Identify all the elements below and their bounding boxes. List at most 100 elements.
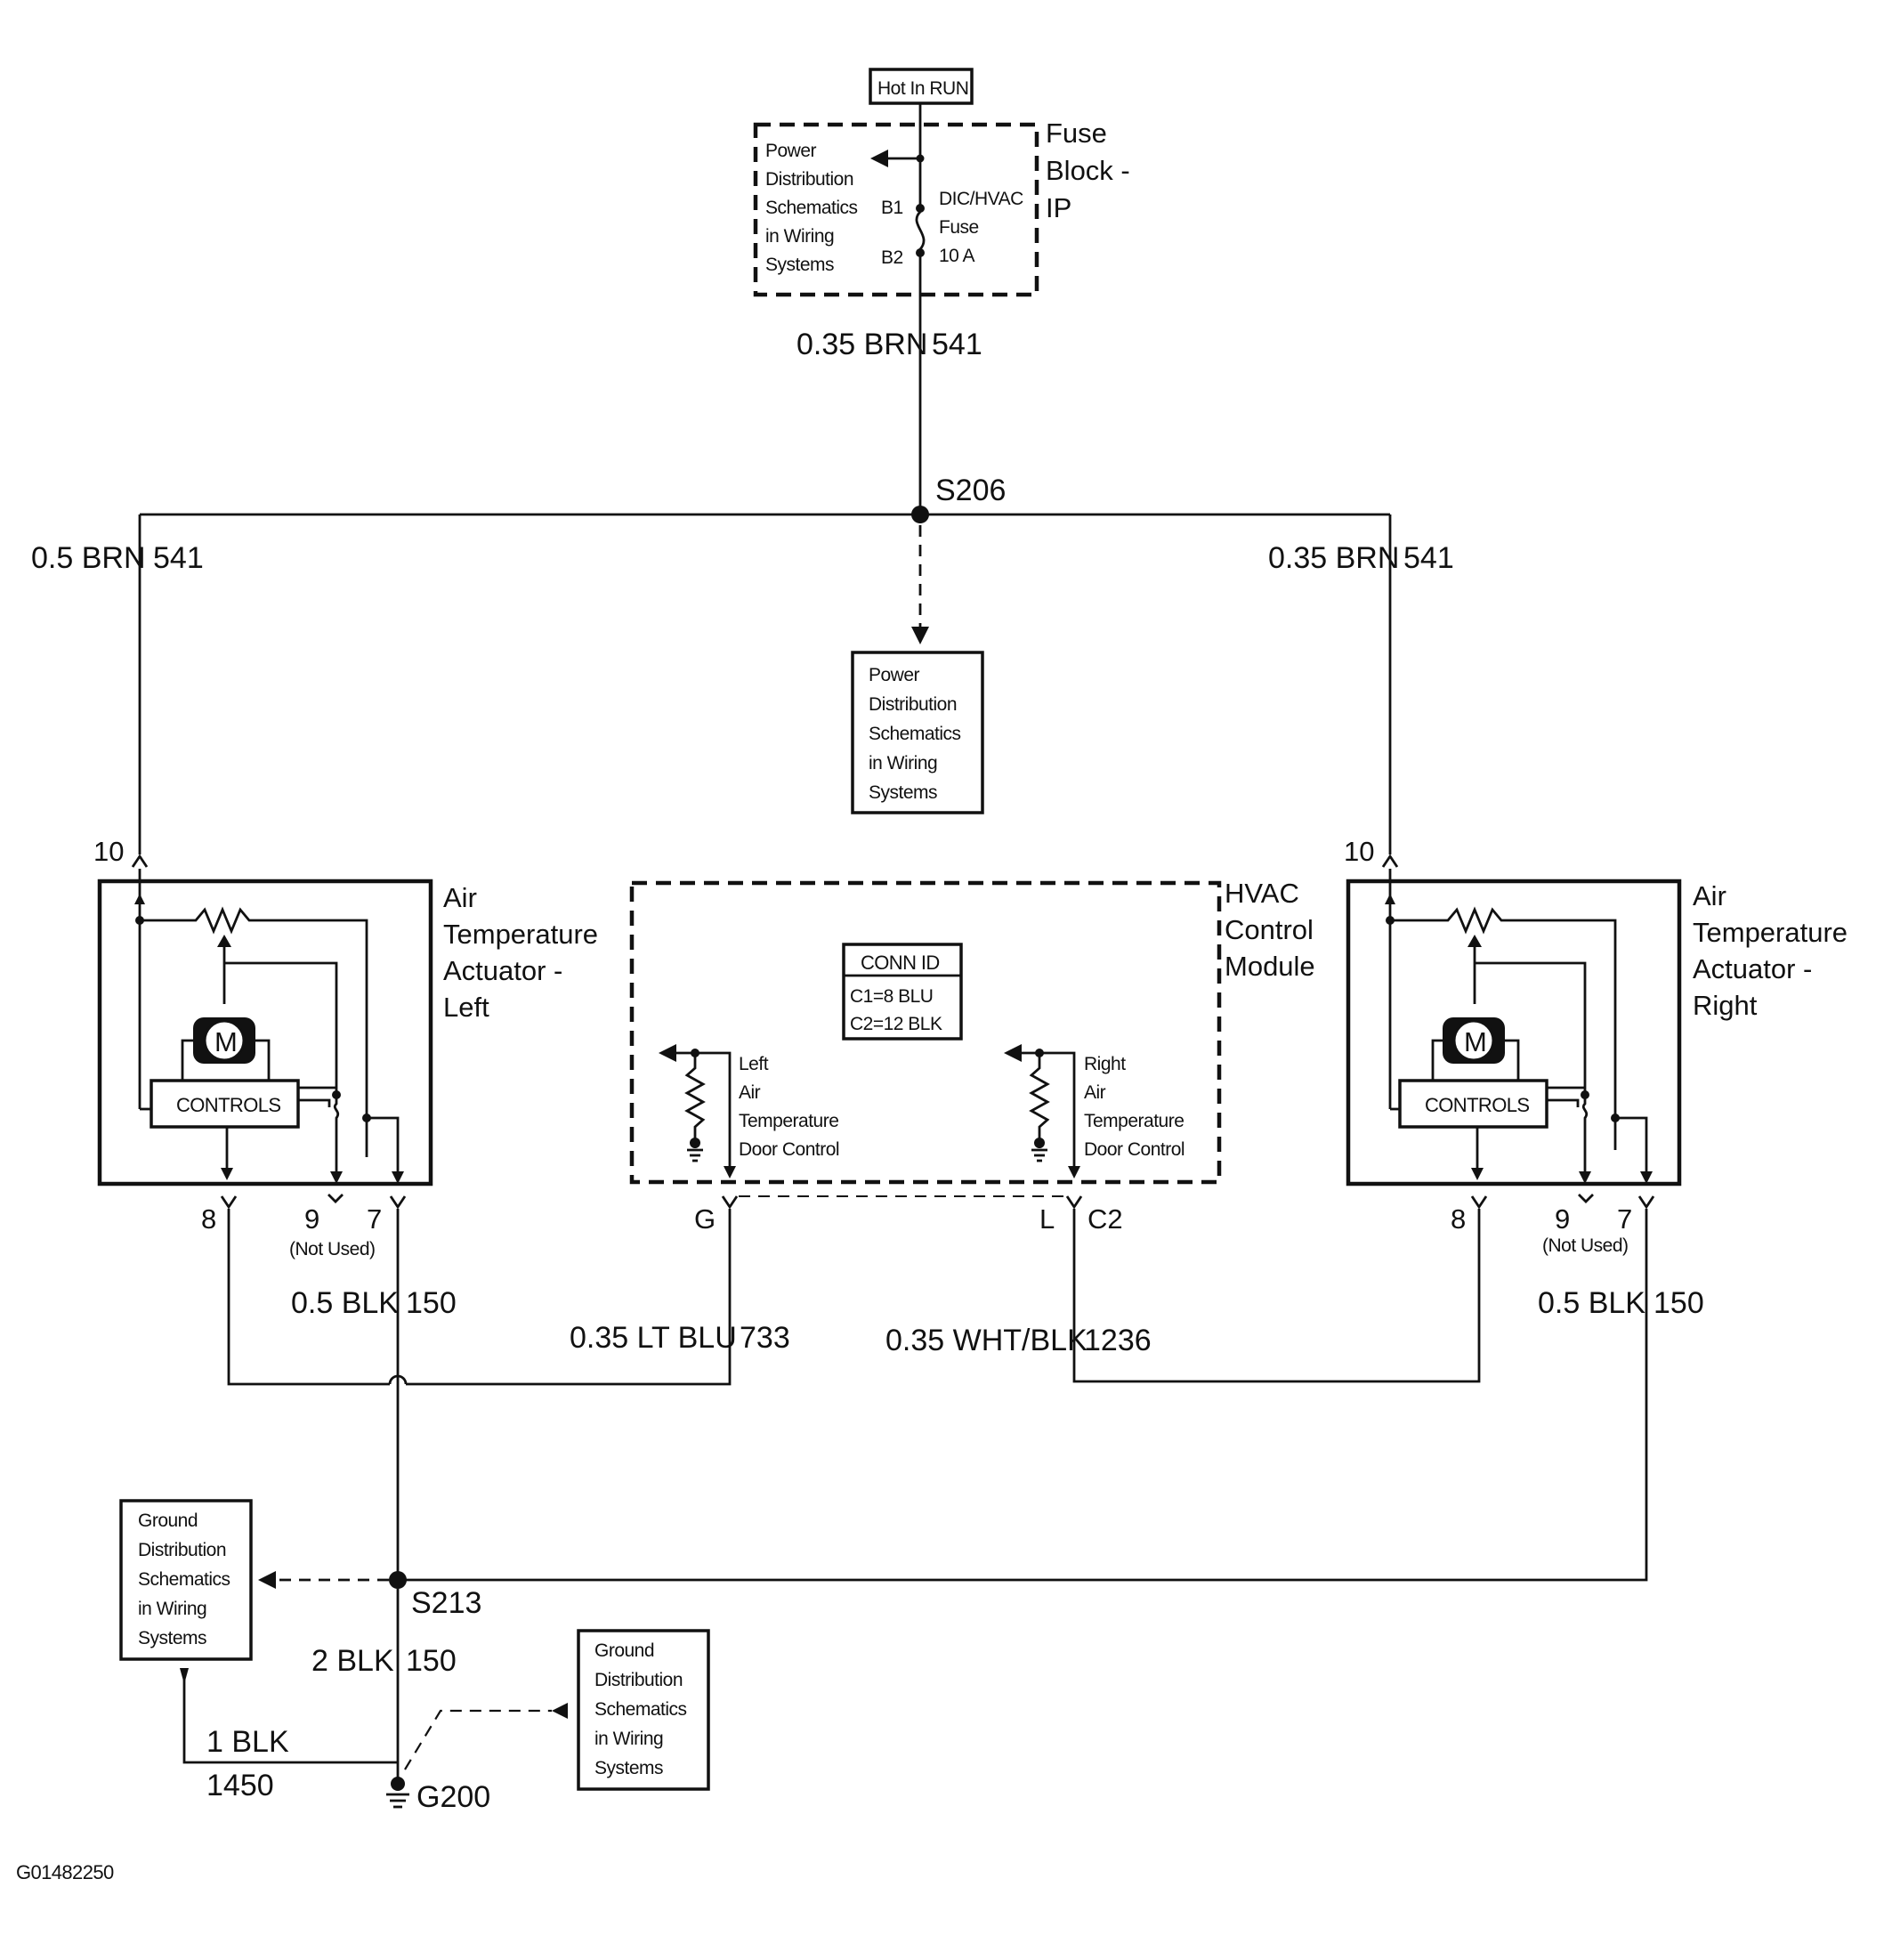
right-pin-9: 9 [1555, 1203, 1570, 1235]
svg-text:S206: S206 [935, 474, 1006, 507]
fuse-icon [915, 204, 926, 257]
svg-text:Air: Air [739, 1082, 761, 1103]
ground-icon [386, 1777, 409, 1809]
hvac-connector-c2: C2 [1087, 1203, 1123, 1235]
splice-s206: S206 [140, 474, 1390, 523]
svg-text:Distribution: Distribution [869, 694, 957, 715]
svg-text:Systems: Systems [765, 255, 834, 275]
left-pin-7: 7 [367, 1203, 382, 1235]
svg-text:Fuse: Fuse [939, 217, 979, 238]
ground-icon [687, 1138, 703, 1162]
wire-right-feed-gauge: 0.35 BRN [1268, 541, 1399, 575]
hot-in-run-box: Hot In RUN [869, 68, 974, 105]
wire-aux-ground-gauge: 1 BLK [206, 1725, 289, 1759]
ground-g200: G200 [386, 1777, 490, 1814]
svg-text:Temperature: Temperature [443, 919, 598, 950]
potentiometer-wiper-icon [1468, 935, 1587, 1095]
motor-icon: M [1443, 1017, 1505, 1064]
potentiometer-wiper-icon [217, 935, 338, 1095]
ground-distribution-ref-left: Ground Distribution Schematics in Wiring… [119, 1499, 253, 1661]
svg-text:CONN ID: CONN ID [861, 952, 940, 974]
svg-text:Air: Air [443, 882, 477, 913]
wire-left-signal-gauge: 0.35 LT BLU [570, 1321, 737, 1355]
right-air-temperature-actuator: 10 Air Temperature Actuator - Right M CO… [1344, 836, 1848, 1256]
svg-text:Door Control: Door Control [739, 1139, 839, 1160]
svg-text:Ground: Ground [594, 1640, 654, 1661]
svg-text:Power: Power [869, 665, 920, 685]
svg-text:Distribution: Distribution [765, 169, 853, 190]
svg-text:Temperature: Temperature [1693, 917, 1848, 948]
svg-text:B1: B1 [881, 198, 903, 218]
left-air-temperature-actuator: 10 Air Temperature Actuator - Left M CON… [93, 836, 598, 1259]
svg-text:Systems: Systems [869, 782, 937, 803]
svg-text:Fuse: Fuse [1046, 117, 1107, 149]
svg-text:Temperature: Temperature [1084, 1111, 1184, 1131]
hvac-pin-l: L [1039, 1203, 1055, 1235]
svg-text:Actuator -: Actuator - [443, 955, 562, 986]
left-door-control: Left Air Temperature Door Control [659, 1044, 840, 1178]
svg-text:DIC/HVAC: DIC/HVAC [939, 189, 1023, 209]
left-pin-8: 8 [201, 1203, 216, 1235]
svg-text:M: M [214, 1026, 238, 1057]
wire-aux-ground-circuit: 1450 [206, 1769, 274, 1802]
wire-right-signal-circuit: 1236 [1084, 1324, 1152, 1357]
svg-text:C2=12 BLK: C2=12 BLK [850, 1014, 942, 1034]
svg-text:Air: Air [1084, 1082, 1106, 1103]
wire-left-feed-circuit: 541 [153, 541, 204, 575]
arrow-left-icon [870, 150, 888, 167]
wire-top-gauge: 0.35 BRN [796, 328, 927, 361]
svg-text:Distribution: Distribution [594, 1670, 683, 1690]
wire-right-ground-circuit: 150 [1653, 1286, 1704, 1320]
svg-text:in Wiring: in Wiring [765, 226, 834, 247]
wire-right-feed-circuit: 541 [1403, 541, 1454, 575]
svg-text:Ground: Ground [138, 1510, 198, 1531]
svg-text:Right: Right [1084, 1054, 1126, 1074]
svg-text:M: M [1464, 1026, 1487, 1057]
svg-text:Schematics: Schematics [138, 1569, 230, 1590]
svg-text:in Wiring: in Wiring [594, 1729, 663, 1749]
svg-text:Systems: Systems [138, 1628, 206, 1648]
figure-id: G01482250 [16, 1861, 114, 1883]
svg-text:Hot In RUN: Hot In RUN [877, 78, 968, 99]
svg-text:(Not Used): (Not Used) [1542, 1235, 1629, 1256]
wire-top-circuit: 541 [932, 328, 982, 361]
wire-right-signal-gauge: 0.35 WHT/BLK [885, 1324, 1087, 1357]
left-pin-9: 9 [304, 1203, 319, 1235]
fuse-power-distribution-ref: Power Distribution Schematics in Wiring … [765, 141, 858, 275]
right-pin-10: 10 [1344, 836, 1374, 867]
arrow-down-icon [911, 627, 929, 644]
svg-text:Right: Right [1693, 990, 1758, 1021]
arrow-left-icon [552, 1703, 568, 1719]
svg-text:C1=8 BLU: C1=8 BLU [850, 986, 933, 1007]
right-pin-8: 8 [1451, 1203, 1466, 1235]
wire-right-ground-gauge: 0.5 BLK [1538, 1286, 1645, 1320]
svg-text:Temperature: Temperature [739, 1111, 838, 1131]
arrow-left-icon [258, 1571, 276, 1589]
svg-text:Control: Control [1225, 914, 1314, 945]
wire-left-feed-gauge: 0.5 BRN [31, 541, 146, 575]
hvac-control-module: HVAC Control Module CONN ID C1=8 BLU C2=… [629, 878, 1315, 1235]
svg-text:in Wiring: in Wiring [138, 1599, 206, 1619]
wire-left-ground-gauge: 0.5 BLK [291, 1286, 399, 1320]
hvac-pin-g: G [694, 1203, 716, 1235]
svg-text:HVAC: HVAC [1225, 878, 1299, 909]
left-pin-10: 10 [93, 836, 124, 867]
wire-left-ground-circuit: 150 [406, 1286, 457, 1320]
svg-text:Distribution: Distribution [138, 1540, 226, 1560]
ground-distribution-ref-right: Ground Distribution Schematics in Wiring… [577, 1629, 710, 1791]
svg-text:Left: Left [443, 992, 489, 1023]
svg-text:in Wiring: in Wiring [869, 753, 937, 773]
conn-id-box: CONN ID C1=8 BLU C2=12 BLK [842, 943, 963, 1041]
svg-text:B2: B2 [881, 247, 903, 268]
svg-text:Power: Power [765, 141, 817, 161]
svg-text:Module: Module [1225, 951, 1315, 982]
right-pin-7: 7 [1617, 1203, 1632, 1235]
svg-text:Schematics: Schematics [765, 198, 858, 218]
svg-text:Door Control: Door Control [1084, 1139, 1185, 1160]
svg-text:CONTROLS: CONTROLS [1425, 1094, 1529, 1116]
svg-text:IP: IP [1046, 192, 1071, 223]
wire-left-signal-circuit: 733 [740, 1321, 790, 1355]
right-door-control: Right Air Temperature Door Control [1004, 1044, 1185, 1178]
svg-text:Actuator -: Actuator - [1693, 953, 1812, 984]
